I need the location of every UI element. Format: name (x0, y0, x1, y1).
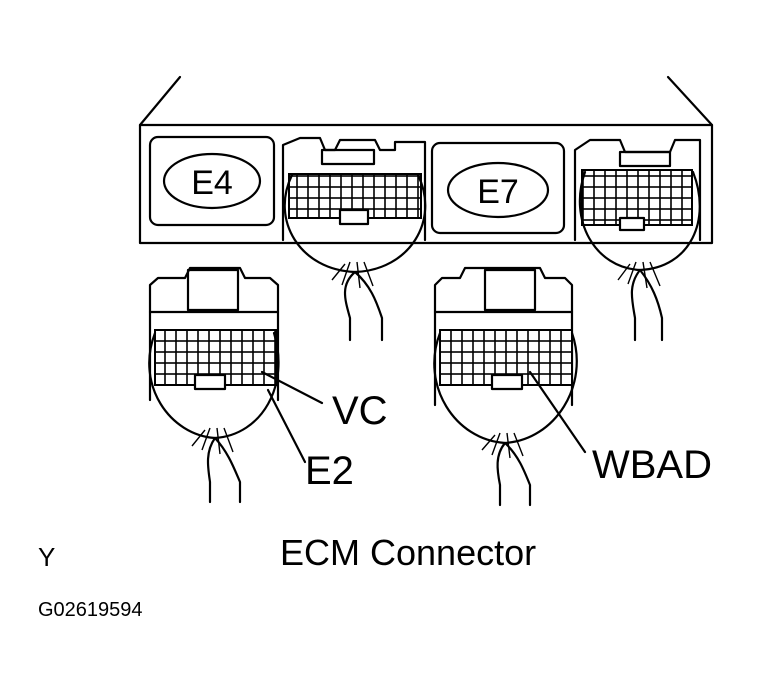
ecm-body (138, 75, 714, 245)
diagram-title: ECM Connector (280, 532, 536, 573)
callout-wbad: WBAD (592, 443, 712, 487)
leader-wbad (528, 370, 587, 454)
callout-e2: E2 (305, 449, 354, 493)
connector-lower-right (433, 266, 578, 507)
connector-lower-left (148, 266, 280, 504)
socket-e7-label: E7 (477, 173, 519, 211)
socket-e4-label: E4 (191, 164, 233, 202)
corner-mark: Y (38, 542, 55, 572)
connector-upper-left (281, 136, 427, 342)
callout-vc: VC (332, 389, 388, 433)
figure-id: G02619594 (38, 599, 143, 621)
leader-e2 (266, 388, 307, 464)
callout-leaders (260, 370, 587, 464)
ecm-socket-e4: E4 (148, 135, 276, 227)
leader-vc (260, 370, 324, 405)
connector-upper-right (573, 138, 702, 342)
ecm-socket-e7: E7 (430, 141, 566, 235)
